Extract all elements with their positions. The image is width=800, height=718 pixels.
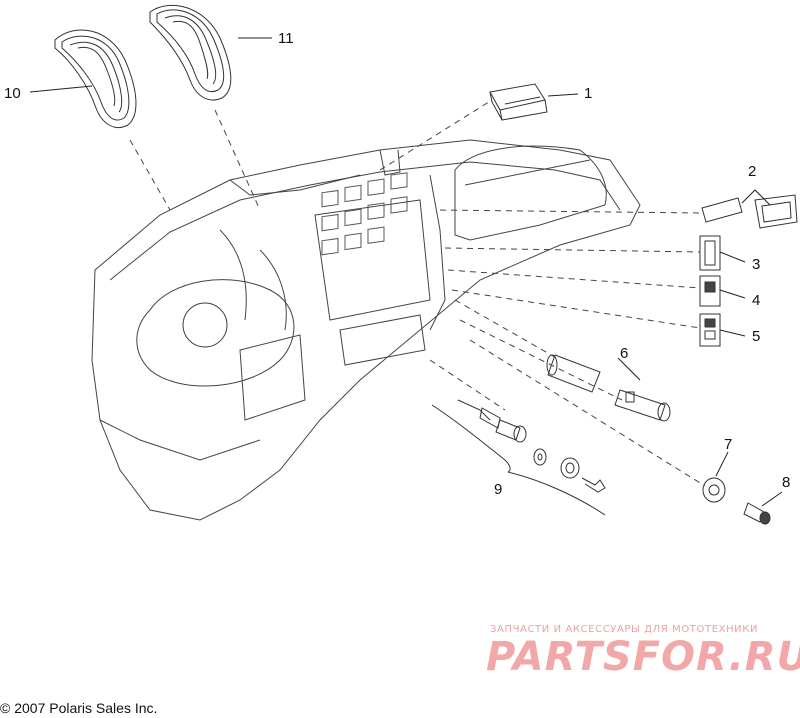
part-11-grille <box>149 4 232 101</box>
part-7-nut <box>702 477 726 503</box>
part-6-power-outlet <box>546 354 671 422</box>
callout-5: 5 <box>752 328 761 345</box>
callout-6: 6 <box>620 345 629 362</box>
callout-1: 1 <box>584 85 593 102</box>
callout-leaders <box>29 37 783 507</box>
callout-10: 10 <box>4 85 21 102</box>
callout-9: 9 <box>494 481 503 498</box>
callout-3: 3 <box>752 256 761 273</box>
part-2-switch-covers <box>701 194 798 229</box>
part-3-switch <box>699 235 721 271</box>
part-9-key-switch <box>431 399 606 516</box>
callout-4: 4 <box>752 292 761 309</box>
part-5-switch <box>699 313 721 347</box>
leader-lines <box>129 99 706 487</box>
copyright-notice: © 2007 Polaris Sales Inc. <box>0 700 158 716</box>
part-8-bulb <box>743 502 771 525</box>
watermark-tagline: ЗАПЧАСТИ И АКСЕССУАРЫ ДЛЯ МОТОТЕХНИКИ <box>490 624 759 635</box>
part-4-switch <box>699 275 721 307</box>
dashboard-assembly <box>91 139 641 521</box>
part-10-grille <box>54 29 137 129</box>
part-1-connector <box>489 83 548 121</box>
callout-7: 7 <box>724 436 733 453</box>
callout-2: 2 <box>748 163 757 180</box>
watermark-logo: PARTSFOR.RU <box>486 634 800 680</box>
callout-8: 8 <box>782 474 791 491</box>
callout-11: 11 <box>278 30 294 47</box>
